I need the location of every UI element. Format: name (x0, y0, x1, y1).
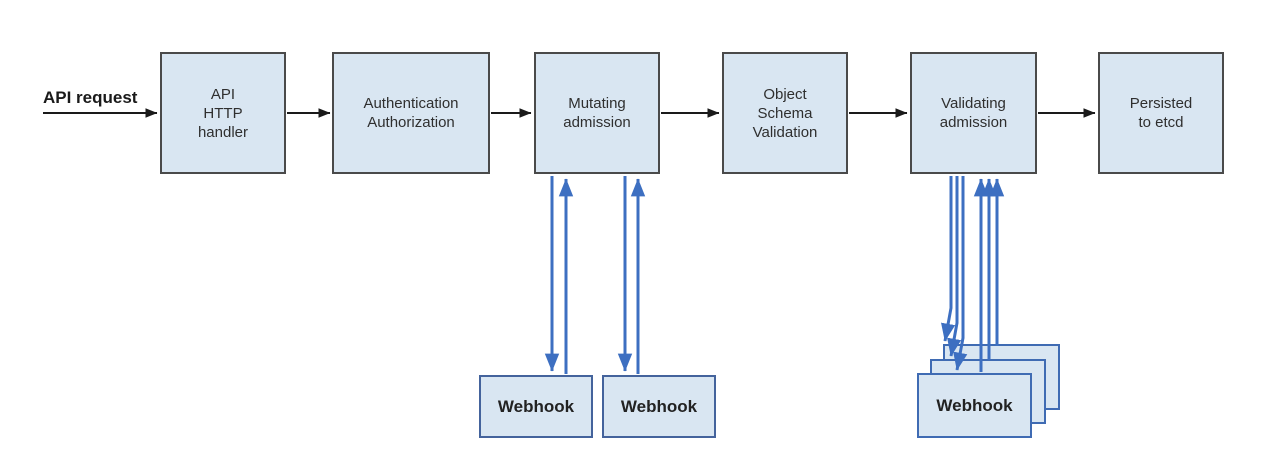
validating-webhook-stack-front: Webhook (917, 373, 1032, 438)
node-persisted-to-etcd: Persisted to etcd (1098, 52, 1224, 174)
node-validating-admission: Validating admission (910, 52, 1037, 174)
validating-webhook-request-arrow-2 (947, 176, 962, 357)
mutating-webhook-1: Webhook (479, 375, 593, 438)
mutating-webhook-2: Webhook (602, 375, 716, 438)
validating-webhook-request-arrow-1 (941, 176, 956, 342)
node-mutating-admission: Mutating admission (534, 52, 660, 174)
api-request-label: API request (43, 88, 138, 107)
node-authentication-authorization: Authentication Authorization (332, 52, 490, 174)
validating-webhook-request-arrow-3 (953, 176, 968, 371)
node-object-schema-validation: Object Schema Validation (722, 52, 848, 174)
node-api-http-handler: API HTTP handler (160, 52, 286, 174)
